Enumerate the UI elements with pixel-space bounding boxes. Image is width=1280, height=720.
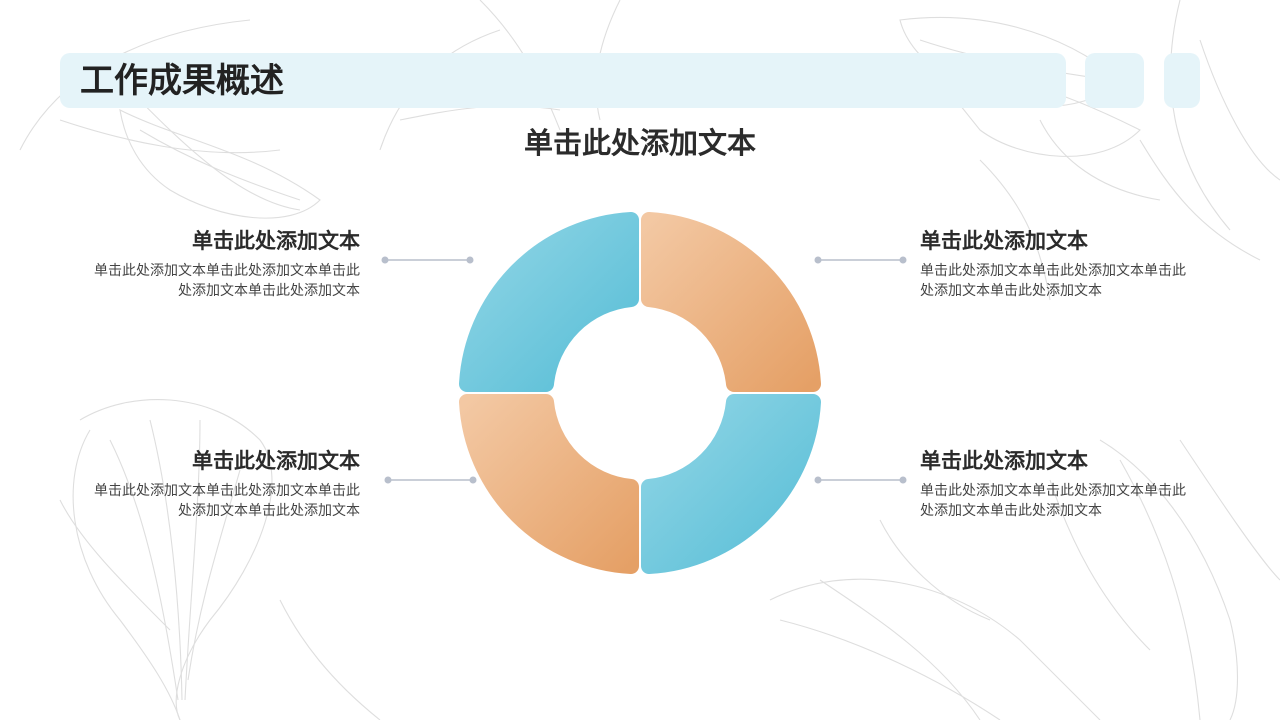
item-heading[interactable]: 单击此处添加文本 bbox=[192, 449, 360, 473]
ring-segment-top-left[interactable] bbox=[459, 212, 639, 392]
title-band-block bbox=[1164, 53, 1200, 108]
item-body[interactable]: 单击此处添加文本单击此处添加文本单击此处添加文本单击此处添加文本 bbox=[94, 483, 360, 519]
connector-top-right bbox=[814, 256, 907, 264]
ring-segment-bottom-right[interactable] bbox=[641, 394, 821, 574]
connector-top-left bbox=[381, 256, 474, 264]
text-block-top-left: 单击此处添加文本 单击此处添加文本单击此处添加文本单击此处添加文本单击此处添加文… bbox=[70, 225, 360, 301]
text-block-bottom-left: 单击此处添加文本 单击此处添加文本单击此处添加文本单击此处添加文本单击此处添加文… bbox=[70, 445, 360, 521]
diagram-title: 单击此处添加文本 bbox=[523, 126, 756, 160]
item-heading[interactable]: 单击此处添加文本 bbox=[920, 449, 1088, 473]
item-body[interactable]: 单击此处添加文本单击此处添加文本单击此处添加文本单击此处添加文本 bbox=[920, 263, 1186, 299]
text-block-top-right: 单击此处添加文本 单击此处添加文本单击此处添加文本单击此处添加文本单击此处添加文… bbox=[920, 225, 1210, 301]
item-heading[interactable]: 单击此处添加文本 bbox=[920, 229, 1088, 253]
connector-bottom-left bbox=[384, 476, 477, 484]
title-band bbox=[60, 53, 1066, 108]
title-band-block bbox=[1085, 53, 1144, 108]
text-block-bottom-right: 单击此处添加文本 单击此处添加文本单击此处添加文本单击此处添加文本单击此处添加文… bbox=[920, 445, 1210, 521]
ring-segment-bottom-left[interactable] bbox=[459, 394, 639, 574]
item-heading[interactable]: 单击此处添加文本 bbox=[192, 229, 360, 253]
ring-segment-top-right[interactable] bbox=[641, 212, 821, 392]
page-title: 工作成果概述 bbox=[80, 61, 284, 101]
item-body[interactable]: 单击此处添加文本单击此处添加文本单击此处添加文本单击此处添加文本 bbox=[94, 263, 360, 299]
item-body[interactable]: 单击此处添加文本单击此处添加文本单击此处添加文本单击此处添加文本 bbox=[920, 483, 1186, 519]
connector-bottom-right bbox=[814, 476, 907, 484]
